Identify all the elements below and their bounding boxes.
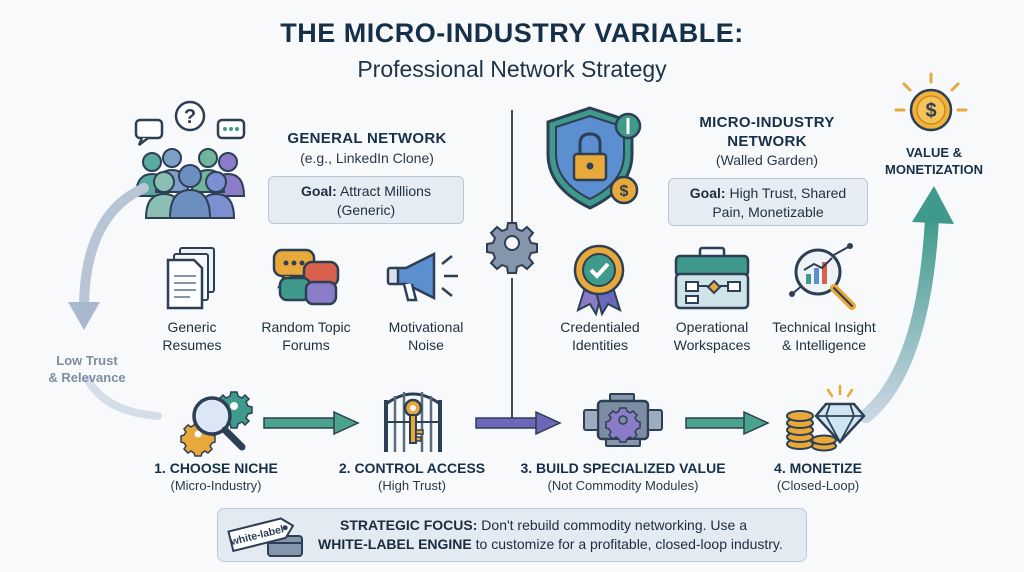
goal-label: Goal: xyxy=(301,183,337,199)
micro-network-goal-box: Goal: High Trust, Shared Pain, Monetizab… xyxy=(668,178,868,226)
crowd-question-icon: ? xyxy=(134,100,246,219)
white-label-tag-icon: white-label xyxy=(227,517,303,557)
value-monetization-label: VALUE &MONETIZATION xyxy=(885,145,983,177)
step-1-title: 1. CHOOSE NICHE xyxy=(154,460,278,476)
item-technical-insight: Technical Insight& Intelligence xyxy=(772,319,876,353)
arrow-3-to-4 xyxy=(685,410,770,436)
documents-icon xyxy=(166,247,215,310)
diagram-title: THE MICRO-INDUSTRY VARIABLE: xyxy=(280,18,744,48)
goal-text: High Trust, Shared xyxy=(729,185,847,201)
gear-icon xyxy=(486,222,538,274)
strategic-focus-box xyxy=(217,508,807,562)
diagram-subtitle: Professional Network Strategy xyxy=(357,56,667,82)
arrow-1-to-2 xyxy=(263,410,360,436)
chat-bubbles-icon xyxy=(272,248,340,306)
coins-diamond-icon xyxy=(786,384,866,452)
megaphone-icon xyxy=(386,251,458,302)
general-network-goal-box: Goal: Attract Millions (Generic) xyxy=(268,176,464,224)
step-1-sub: (Micro-Industry) xyxy=(170,478,262,493)
step-3-sub: (Not Commodity Modules) xyxy=(547,478,699,493)
step-2-title: 2. CONTROL ACCESS xyxy=(338,460,486,476)
vertical-divider xyxy=(511,110,513,425)
coin-dollar-sign: $ xyxy=(620,183,629,200)
general-network-subtitle: (e.g., LinkedIn Clone) xyxy=(300,150,434,166)
step-4-sub: (Closed-Loop) xyxy=(776,478,860,493)
low-trust-curved-arrow xyxy=(68,183,162,420)
sun-coin-dollar-sign: $ xyxy=(925,100,936,122)
sun-coin-icon: $ xyxy=(894,72,968,132)
goal-text-2: Pain, Monetizable xyxy=(712,204,824,220)
toolbox-icon xyxy=(674,246,750,310)
low-trust-label: Low Trust& Relevance xyxy=(48,353,126,385)
value-growth-arrow xyxy=(859,186,954,423)
focus-engine: WHITE-LABEL ENGINE xyxy=(318,536,472,552)
focus-line1: Don't rebuild commodity networking. Use … xyxy=(477,517,747,533)
step-4-title: 4. MONETIZE xyxy=(774,460,862,476)
micro-network-heading: MICRO-INDUSTRY NETWORK xyxy=(699,114,835,150)
step-2-sub: (High Trust) xyxy=(378,478,446,493)
shield-lock-icon: $ xyxy=(546,106,642,210)
magnifier-gear-icon xyxy=(180,391,253,457)
micro-network-subtitle: (Walled Garden) xyxy=(715,152,819,168)
general-network-heading: GENERAL NETWORK xyxy=(287,130,447,147)
svg-text:?: ? xyxy=(184,106,196,128)
focus-line2: to customize for a profitable, closed-lo… xyxy=(471,536,783,552)
magnifier-chart-icon xyxy=(789,243,856,310)
focus-label: STRATEGIC FOCUS: xyxy=(340,517,478,533)
step-3-title: 3. BUILD SPECIALIZED VALUE xyxy=(520,460,726,476)
arrow-2-to-3 xyxy=(475,410,562,436)
strategic-focus-text: STRATEGIC FOCUS: Don't rebuild commodity… xyxy=(318,516,804,554)
gate-key-icon xyxy=(384,392,442,452)
goal-label: Goal: xyxy=(689,185,726,201)
goal-text-2: (Generic) xyxy=(336,202,396,218)
goal-text: Attract Millions xyxy=(339,183,431,199)
engine-icon xyxy=(583,393,663,447)
badge-icon xyxy=(573,244,625,317)
